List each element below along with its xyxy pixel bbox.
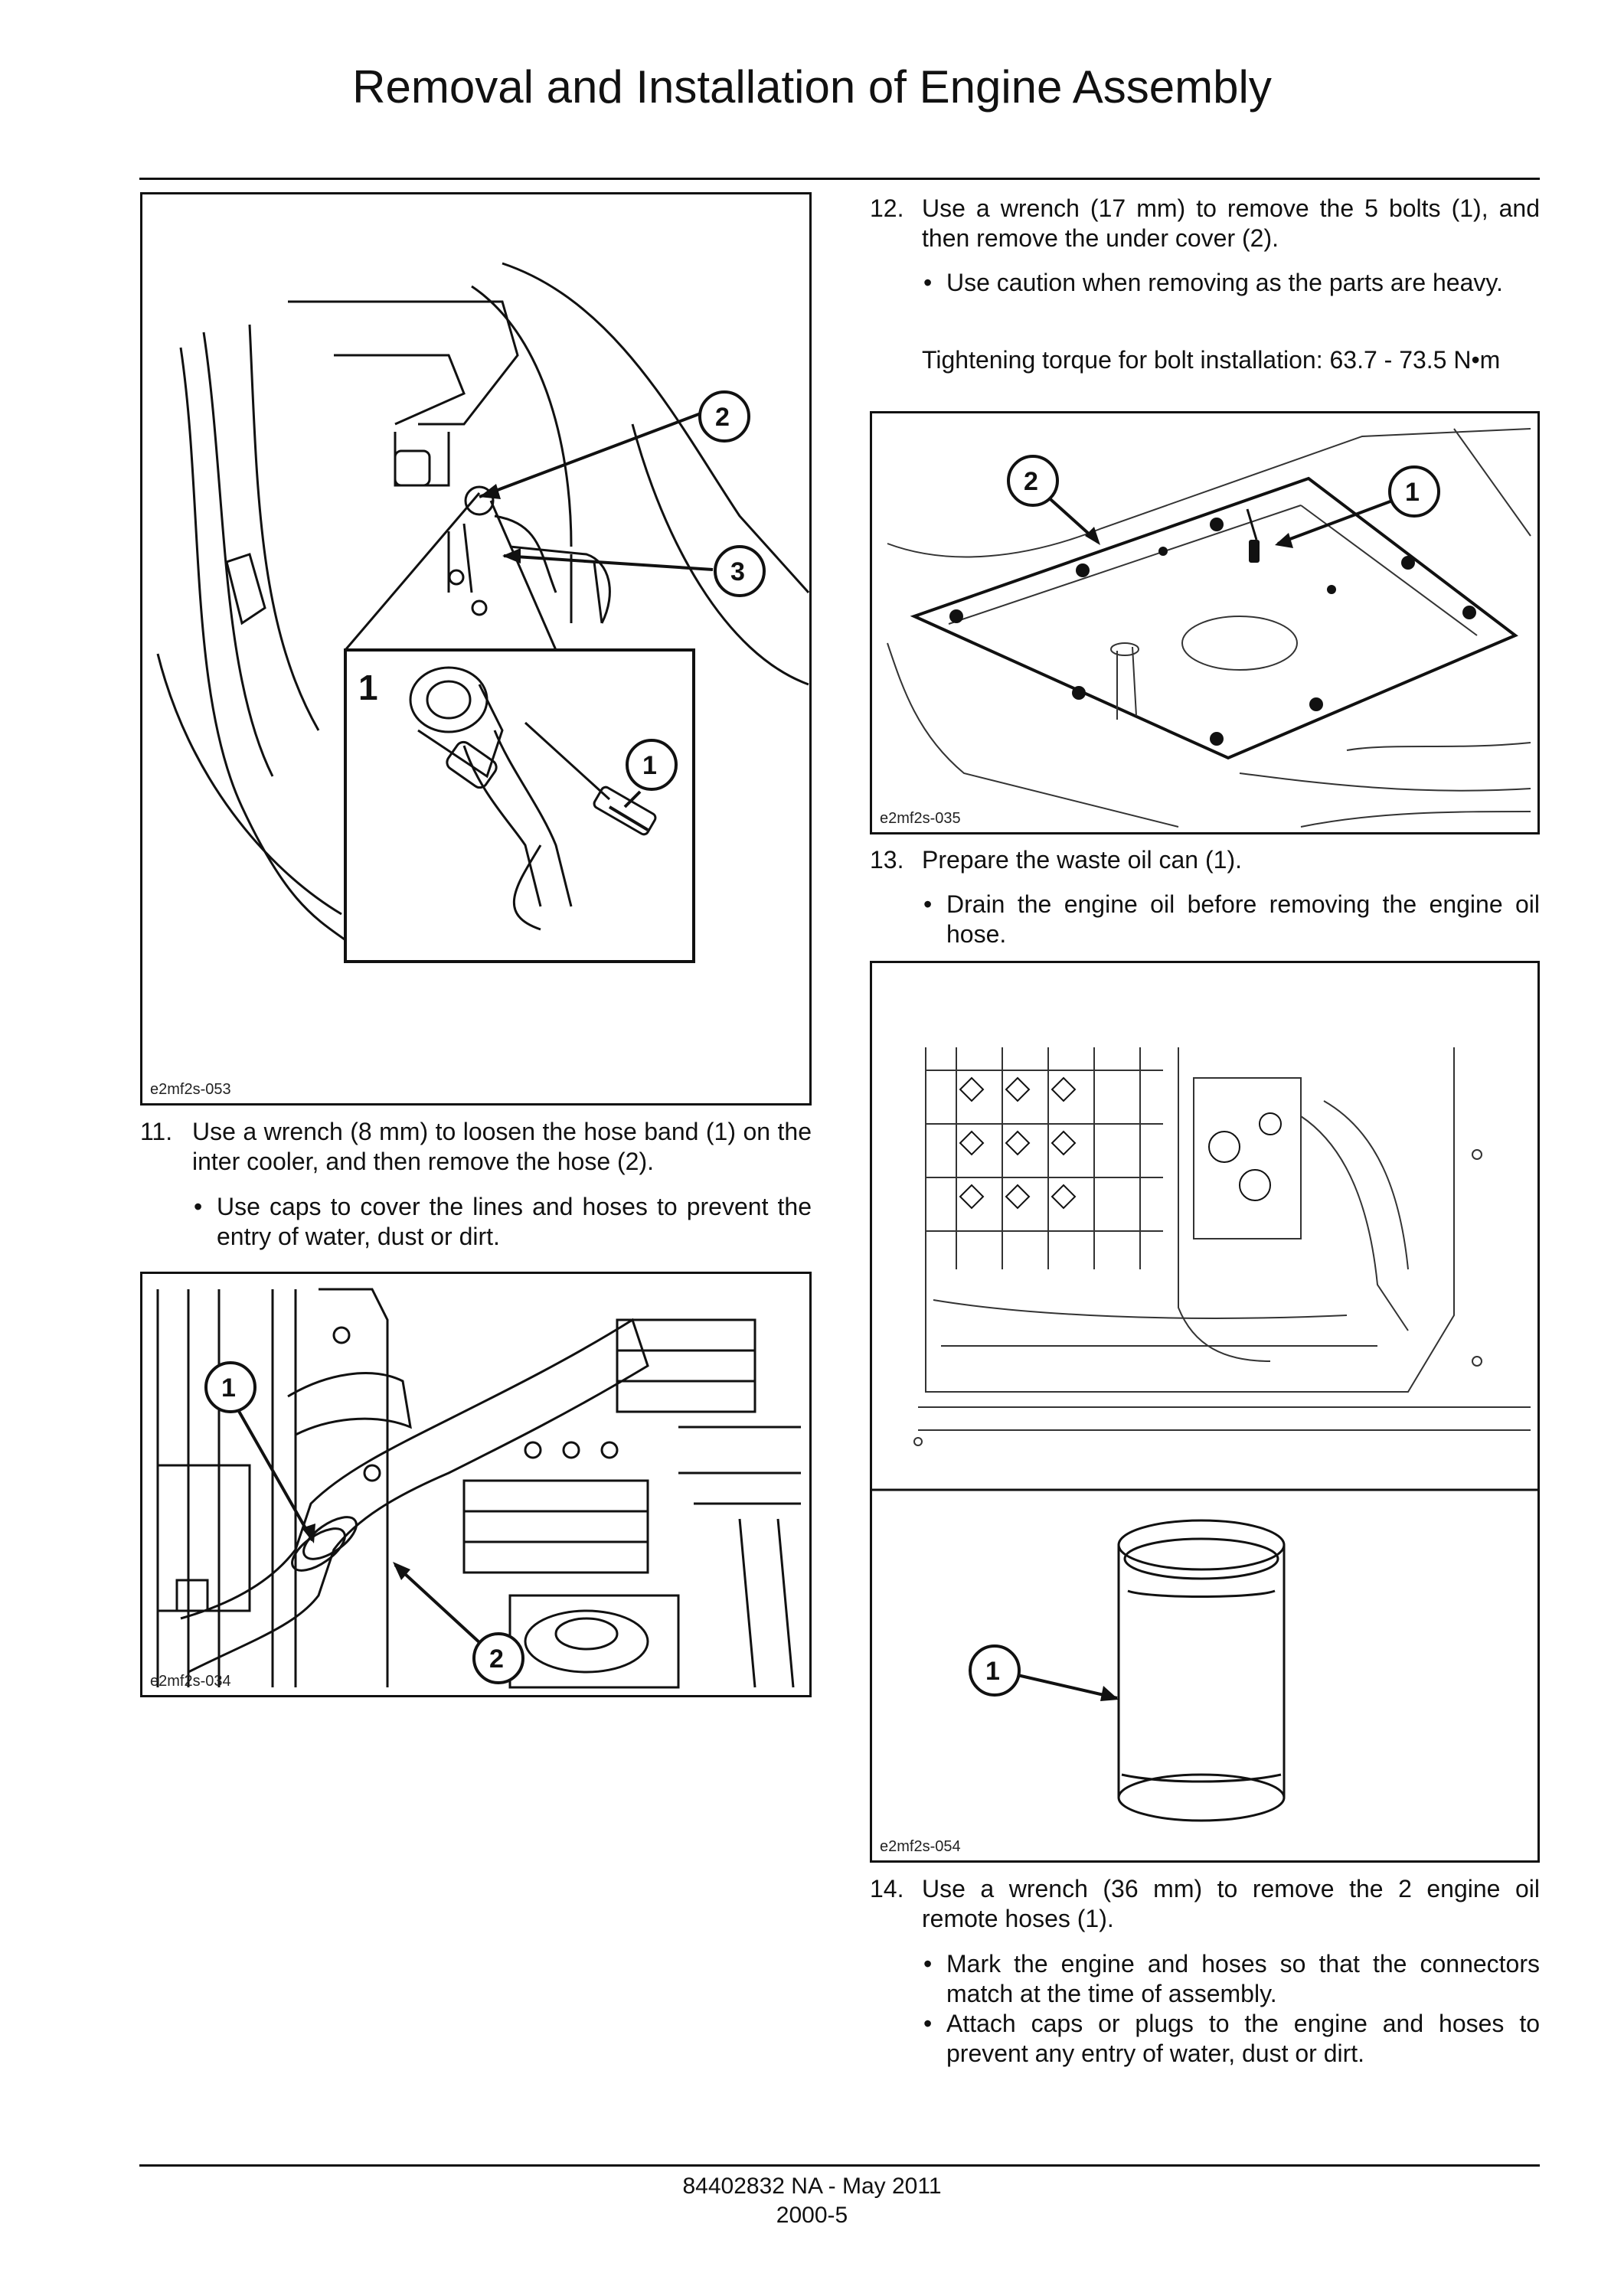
figure-hose-band-detail: 1 2 3 1 e2mf2s-053 (140, 192, 812, 1106)
bullet-text: Use caps to cover the lines and hoses to… (217, 1193, 812, 1250)
bullet-glyph: • (923, 2010, 933, 2037)
figure-034-drawing: 1 2 (156, 1288, 801, 1689)
callout-1: 1 (1405, 478, 1420, 507)
header-rule (139, 178, 1540, 180)
bullet-text: Drain the engine oil before removing the… (946, 890, 1540, 948)
figure-inter-cooler-hose: 1 2 e2mf2s-034 (140, 1272, 812, 1697)
callout-2: 2 (489, 1644, 504, 1674)
footer-page-number: 2000-5 (776, 2203, 848, 2228)
bullet-text: Attach caps or plugs to the engine and h… (946, 2010, 1540, 2067)
page-title: Removal and Installation of Engine Assem… (352, 61, 1272, 113)
step-number: 11. (140, 1118, 173, 1145)
step-number: 12. (870, 194, 904, 222)
callout-1: 1 (221, 1373, 236, 1403)
figure-code: e2mf2s-035 (880, 810, 961, 827)
bullet-glyph: • (923, 890, 933, 918)
step-text: Prepare the waste oil can (1). (922, 846, 1242, 874)
bullet-glyph: • (194, 1193, 203, 1220)
bullet-glyph: • (923, 1950, 933, 1978)
step-text: Use a wrench (36 mm) to remove the 2 eng… (922, 1875, 1540, 1932)
callout-3: 3 (730, 557, 745, 586)
figure-053-drawing: 1 2 3 1 (156, 262, 809, 963)
figure-035-drawing: 2 1 (887, 428, 1531, 828)
figure-code: e2mf2s-054 (880, 1838, 961, 1855)
figure-code: e2mf2s-053 (150, 1081, 231, 1098)
figure-code: e2mf2s-034 (150, 1673, 231, 1690)
step-number: 14. (870, 1875, 904, 1902)
figure-054-drawing: 1 (872, 1047, 1537, 1822)
callout-2: 2 (1024, 467, 1038, 496)
figure-waste-oil-can: 1 e2mf2s-054 (870, 961, 1540, 1863)
figure-under-cover: 2 1 e2mf2s-035 (870, 411, 1540, 834)
step-number: 13. (870, 846, 904, 874)
callout-1: 1 (985, 1657, 1000, 1686)
torque-note: Tightening torque for bolt installation:… (922, 346, 1501, 374)
bullet-text: Mark the engine and hoses so that the co… (946, 1950, 1540, 2007)
inset-label: 1 (358, 668, 378, 707)
bullet-glyph: • (923, 269, 933, 296)
footer-rule (139, 2164, 1540, 2167)
footer-document-id: 84402832 NA - May 2011 (682, 2174, 942, 2199)
step-text: Use a wrench (8 mm) to loosen the hose b… (192, 1118, 812, 1175)
callout-1: 1 (642, 751, 657, 780)
step-text: Use a wrench (17 mm) to remove the 5 bol… (922, 194, 1540, 252)
bullet-text: Use caution when removing as the parts a… (946, 269, 1503, 296)
callout-2: 2 (715, 403, 730, 432)
